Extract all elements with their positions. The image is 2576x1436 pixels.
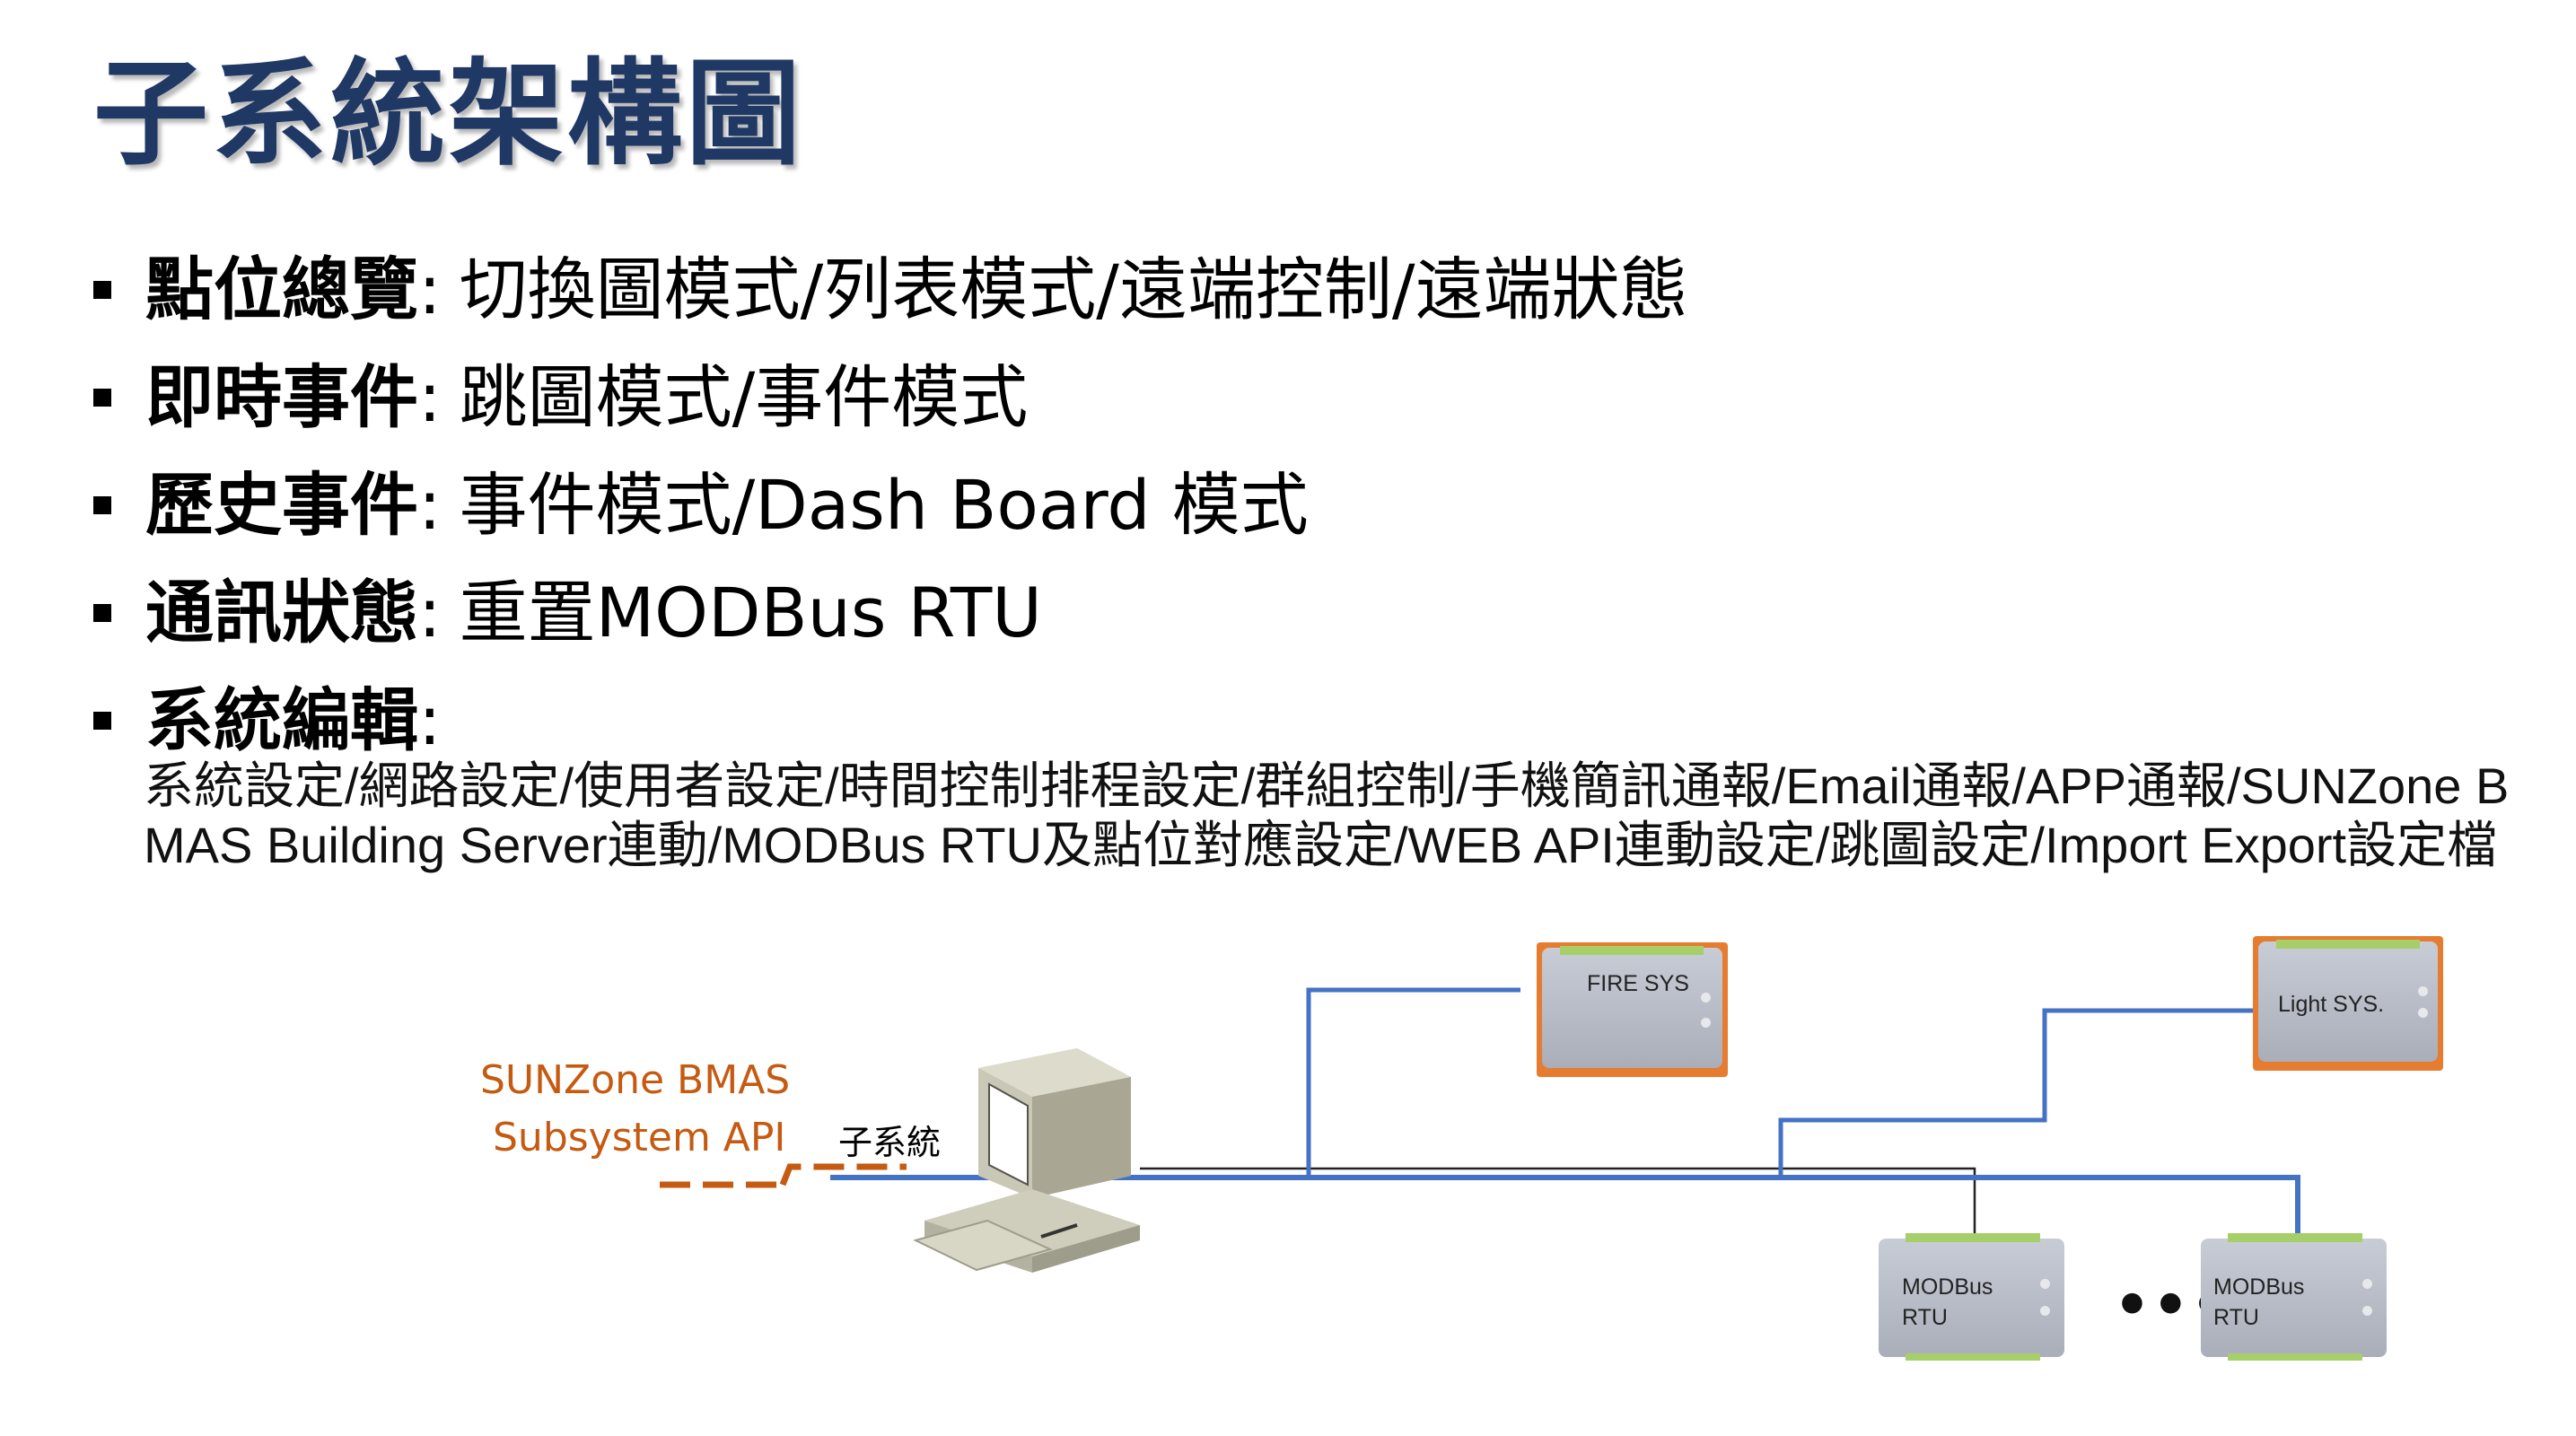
- device-stripe: [1906, 1353, 2040, 1361]
- bullet-label: 通訊狀態: [145, 573, 418, 652]
- bullet-colon: :: [418, 680, 442, 760]
- bullet-label: 系統編輯: [145, 680, 418, 760]
- subsystem-label: 子系統: [838, 1123, 942, 1162]
- bullet-square-icon: [93, 389, 111, 407]
- page-title: 子系統架構圖: [93, 48, 805, 181]
- device-led-icon: [1701, 1018, 1711, 1028]
- bullet-text: 重置MODBus RTU: [459, 573, 1042, 652]
- modbus-rtu-device-2: MODBus RTU: [2201, 1233, 2387, 1361]
- device-led-icon: [2418, 1008, 2428, 1018]
- bullet-square-icon: [93, 496, 111, 514]
- bullet-square-icon: [93, 604, 111, 622]
- bullet-item-system-edit: 系統編輯:: [93, 687, 460, 755]
- device-led-icon: [2040, 1306, 2050, 1316]
- system-edit-detail: 系統設定/網路設定/使用者設定/時間控制排程設定/群組控制/手機簡訊通報/Ema…: [144, 757, 2510, 873]
- bullet-item-history-events: 歷史事件:事件模式/Dash Board 模式: [93, 471, 1309, 539]
- bullet-colon: :: [418, 357, 442, 437]
- bus-main-line: [830, 1175, 2300, 1239]
- bullet-text: 事件模式/Dash Board 模式: [459, 465, 1309, 545]
- device-led-icon: [2362, 1306, 2372, 1316]
- light-sys-label: Light SYS.: [2278, 992, 2385, 1017]
- modbus-rtu-device-1: MODBus RTU: [1879, 1233, 2064, 1361]
- device-stripe: [1560, 946, 1704, 955]
- bullet-item-comm-status: 通訊狀態:重置MODBus RTU: [93, 579, 1042, 647]
- bullet-square-icon: [93, 712, 111, 730]
- bullet-square-icon: [93, 281, 111, 299]
- device-led-icon: [2362, 1279, 2372, 1289]
- bullet-label: 歷史事件: [145, 465, 418, 545]
- bullet-item-points-overview: 點位總覽:切換圖模式/列表模式/遠端控制/遠端狀態: [93, 256, 1687, 324]
- device-stripe: [2228, 1233, 2362, 1242]
- api-label-line1: SUNZone BMAS: [480, 1057, 791, 1103]
- bullet-label: 點位總覽: [145, 250, 418, 329]
- device-stripe: [1906, 1233, 2040, 1242]
- device-led-icon: [2040, 1279, 2050, 1289]
- modbus-label-line1: MODBus: [2213, 1274, 2305, 1300]
- device-led-icon: [1701, 993, 1711, 1003]
- modbus-label-line1: MODBus: [1902, 1274, 1993, 1300]
- modbus-label-line2: RTU: [1902, 1305, 1948, 1330]
- bullet-colon: :: [418, 465, 442, 545]
- api-label-line2: Subsystem API: [493, 1115, 786, 1160]
- device-stripe: [2228, 1353, 2362, 1361]
- bullet-colon: :: [418, 250, 442, 329]
- bullet-colon: :: [418, 573, 442, 652]
- desktop-computer-icon: [913, 1048, 1140, 1273]
- light-branch-line: [1778, 1008, 2260, 1178]
- bullet-item-realtime-events: 即時事件:跳圖模式/事件模式: [93, 363, 1028, 432]
- light-sys-device: Light SYS.: [2258, 940, 2438, 1062]
- fire-sys-device: FIRE SYS: [1542, 946, 1722, 1068]
- modbus-label-line2: RTU: [2213, 1305, 2259, 1330]
- device-stripe: [2276, 940, 2420, 949]
- bullet-text: 跳圖模式/事件模式: [459, 357, 1029, 437]
- bullet-label: 即時事件: [145, 357, 418, 437]
- fire-branch-line: [1306, 987, 1520, 1178]
- api-dashed-line: [660, 1163, 907, 1188]
- fire-sys-label: FIRE SYS: [1587, 971, 1689, 996]
- device-led-icon: [2418, 986, 2428, 996]
- bullet-text: 切換圖模式/列表模式/遠端控制/遠端狀態: [459, 250, 1688, 329]
- bus-thin-line: [1140, 1167, 1976, 1239]
